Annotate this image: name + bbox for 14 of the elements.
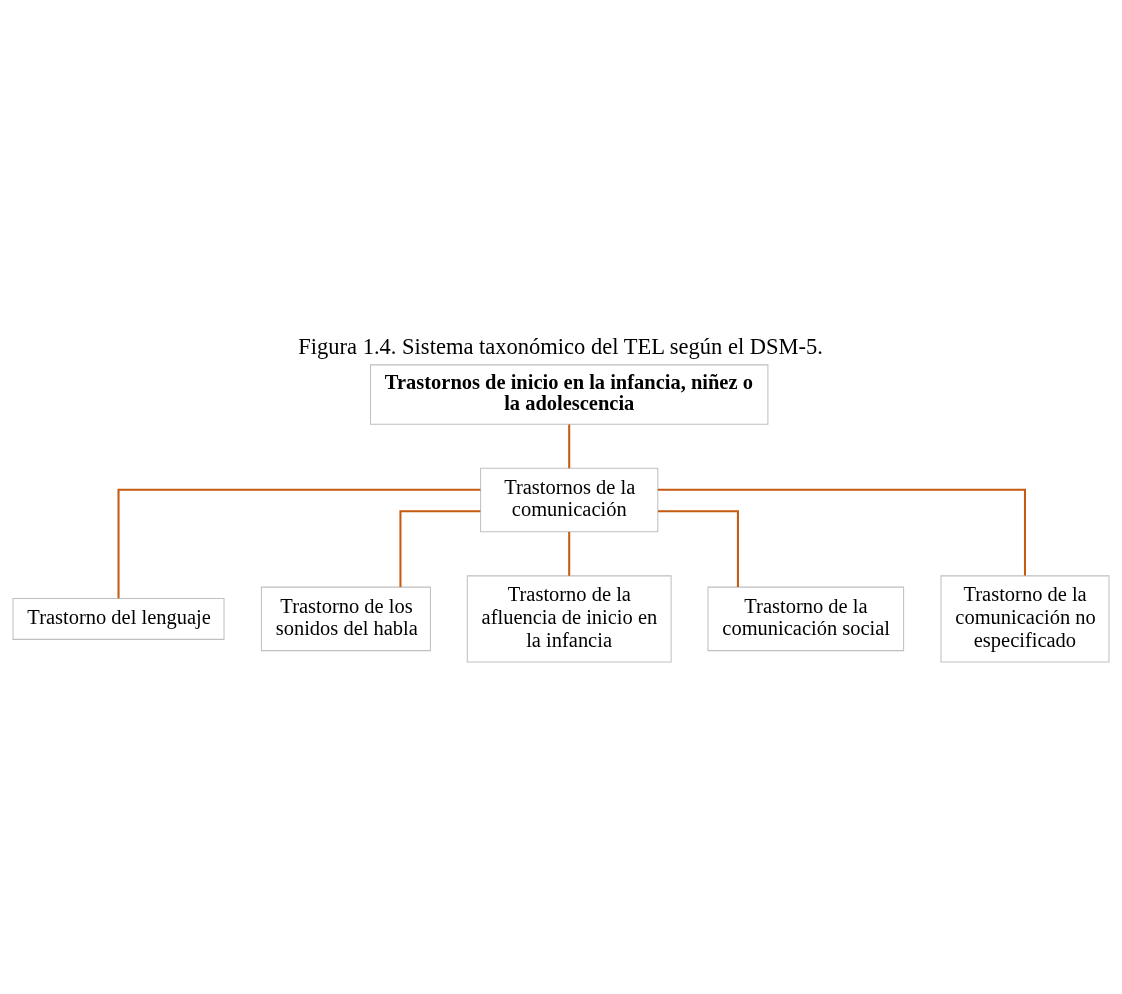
connector <box>568 531 571 576</box>
diagram-title: Figura 1.4. Sistema taxonómico del TEL según el DSM-5. <box>298 334 823 360</box>
node-box: Trastorno de la comunicación social <box>707 586 905 652</box>
node-box: Trastorno del lenguaje <box>12 597 225 640</box>
node-box: Trastornos de la comunicación <box>480 467 659 533</box>
connector <box>399 510 481 587</box>
connector <box>657 488 1026 576</box>
connector <box>117 488 481 599</box>
node-box: Trastorno de los sonidos del habla <box>260 586 431 652</box>
connector <box>568 424 571 469</box>
node-box: Trastorno de la afluencia de inicio en la infancia <box>466 575 672 663</box>
connector <box>658 510 739 587</box>
node-box: Trastornos de inicio en la infancia, niñez o la adolescencia <box>370 364 769 425</box>
node-box: Trastorno de la comunicación no especificado <box>940 575 1110 663</box>
